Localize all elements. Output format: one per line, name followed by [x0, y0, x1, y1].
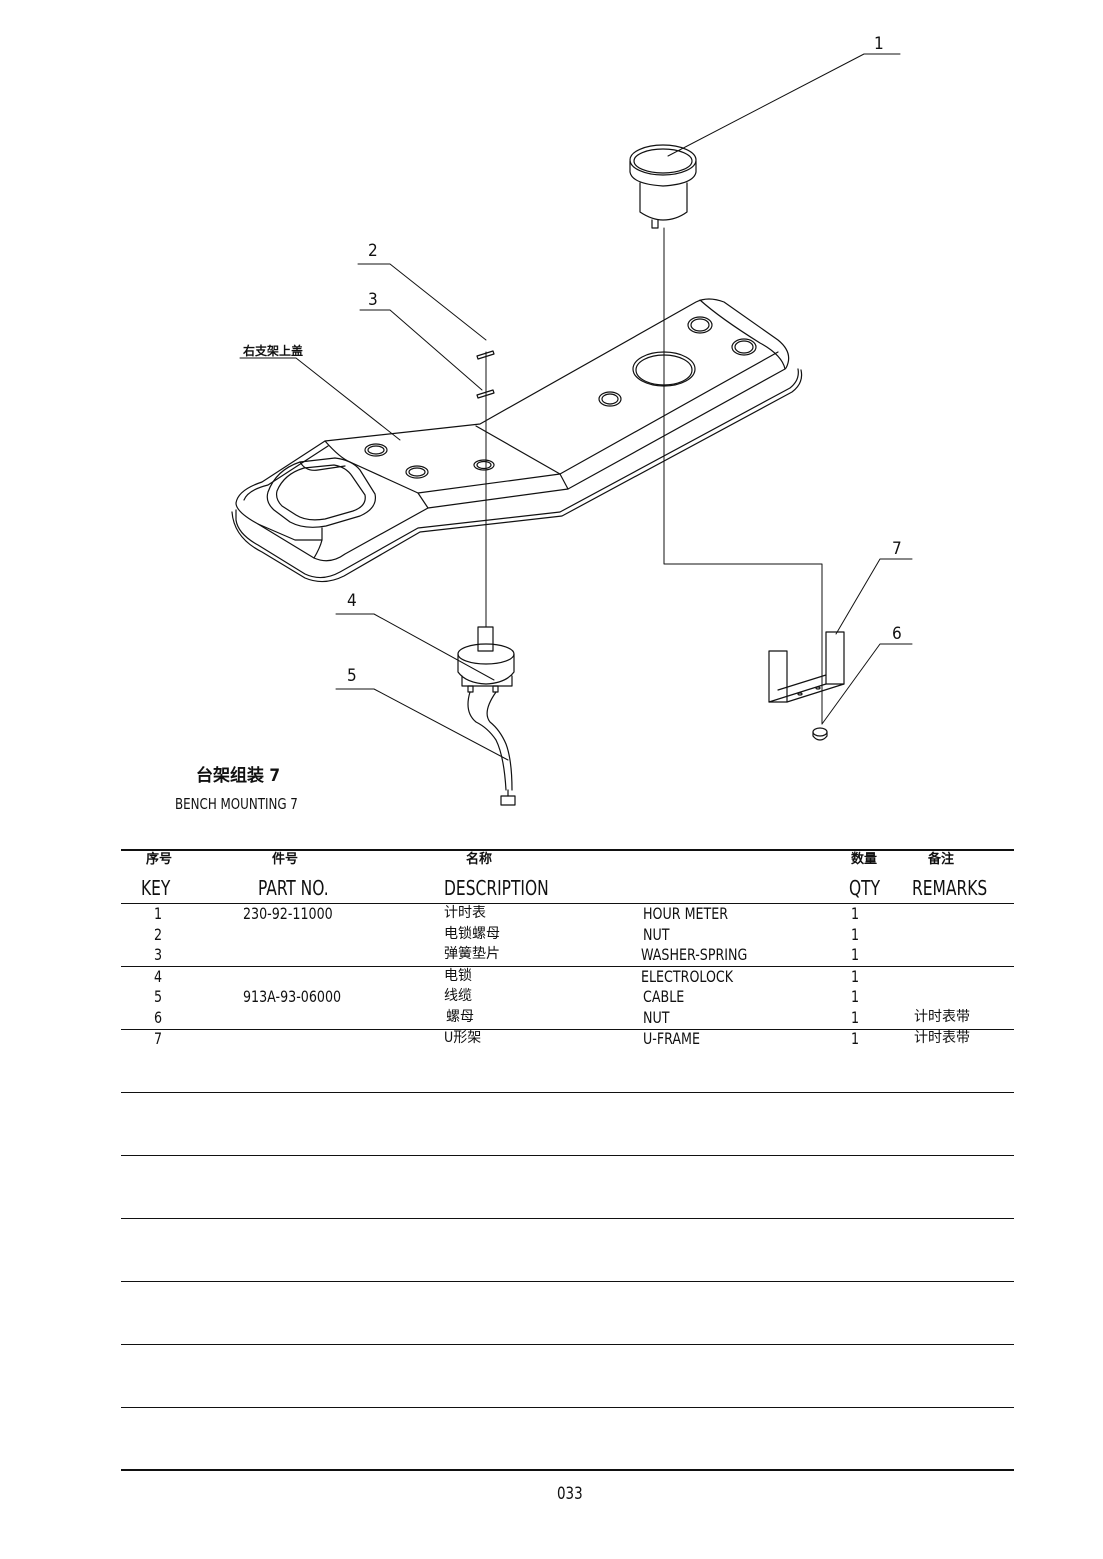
table-rule-group2: [121, 1029, 1014, 1030]
row-description-cn: 电锁螺母: [444, 926, 500, 942]
header-qty: QTY: [849, 876, 881, 900]
row-description-cn: 计时表: [444, 905, 486, 921]
table-rule: [121, 1218, 1014, 1219]
row-description-cn: 电锁: [444, 968, 472, 984]
callout-1: 1: [874, 34, 884, 54]
assembly-title-cn: 台架组装 7: [196, 766, 280, 786]
row-remarks: 计时表带: [914, 1030, 970, 1046]
table-rule-header: [121, 903, 1014, 904]
header-part-no: PART NO.: [258, 876, 329, 900]
row-description-cn: 线缆: [444, 988, 472, 1004]
row-part-no: 230-92-11000: [243, 904, 333, 923]
row-key: 1: [154, 904, 163, 923]
table-rule-top: [121, 849, 1014, 851]
header-key: KEY: [141, 876, 171, 900]
hour-meter-part: [629, 144, 697, 229]
row-description-en: CABLE: [643, 987, 685, 1006]
row-key: 6: [154, 1008, 163, 1027]
row-description-en: WASHER-SPRING: [641, 945, 748, 964]
row-description-en: NUT: [643, 1008, 670, 1027]
row-description-en: ELECTROLOCK: [641, 967, 734, 986]
header-description-cn: 名称: [466, 852, 493, 867]
header-qty-cn: 数量: [851, 852, 878, 867]
table-rule: [121, 1344, 1014, 1345]
row-key: 7: [154, 1029, 163, 1048]
row-description-cn: U形架: [444, 1030, 482, 1046]
leader-lines: [239, 53, 913, 761]
assembly-lines: [485, 227, 823, 725]
assembly-title-en: BENCH MOUNTING 7: [175, 795, 298, 813]
row-remarks: 计时表带: [914, 1009, 970, 1025]
callout-6: 6: [892, 624, 902, 644]
table-rule: [121, 1155, 1014, 1156]
callout-2: 2: [368, 241, 378, 261]
header-remarks: REMARKS: [912, 876, 988, 900]
table-rule: [121, 1092, 1014, 1093]
row-part-no: 913A-93-06000: [243, 987, 342, 1006]
row-description-en: NUT: [643, 925, 670, 944]
electrolock-part: [457, 626, 515, 693]
page-number: 033: [557, 1484, 583, 1504]
callout-7: 7: [892, 539, 902, 559]
row-qty: 1: [851, 904, 860, 923]
u-frame-part: [768, 631, 845, 703]
header-key-cn: 序号: [146, 852, 173, 867]
table-rule-bottom: [121, 1469, 1014, 1471]
row-key: 5: [154, 987, 163, 1006]
callout-3: 3: [368, 290, 378, 310]
table-rule: [121, 1407, 1014, 1408]
row-qty: 1: [851, 925, 860, 944]
row-description-cn: 螺母: [446, 1009, 474, 1025]
row-key: 3: [154, 945, 163, 964]
row-qty: 1: [851, 1008, 860, 1027]
part-label: 右支架上盖: [242, 343, 303, 358]
header-remarks-cn: 备注: [928, 852, 955, 867]
bench-cover-plate: [231, 298, 803, 583]
header-part-no-cn: 件号: [272, 852, 299, 867]
row-qty: 1: [851, 987, 860, 1006]
row-description-en: HOUR METER: [643, 904, 729, 923]
callout-5: 5: [347, 666, 357, 686]
row-key: 4: [154, 967, 163, 986]
header-description: DESCRIPTION: [444, 876, 549, 900]
nut-part: [812, 727, 828, 741]
table-rule-group1: [121, 966, 1014, 967]
row-description-en: U-FRAME: [643, 1029, 700, 1048]
nut-washer-parts: [476, 350, 495, 399]
row-qty: 1: [851, 967, 860, 986]
row-description-cn: 弹簧垫片: [444, 946, 500, 962]
row-qty: 1: [851, 1029, 860, 1048]
exploded-view-drawing: 1 2 3 4 5 6 7 右支架上盖: [231, 34, 913, 806]
row-key: 2: [154, 925, 163, 944]
table-rule: [121, 1281, 1014, 1282]
cable-part: [467, 691, 516, 806]
row-qty: 1: [851, 945, 860, 964]
callout-4: 4: [347, 591, 357, 611]
